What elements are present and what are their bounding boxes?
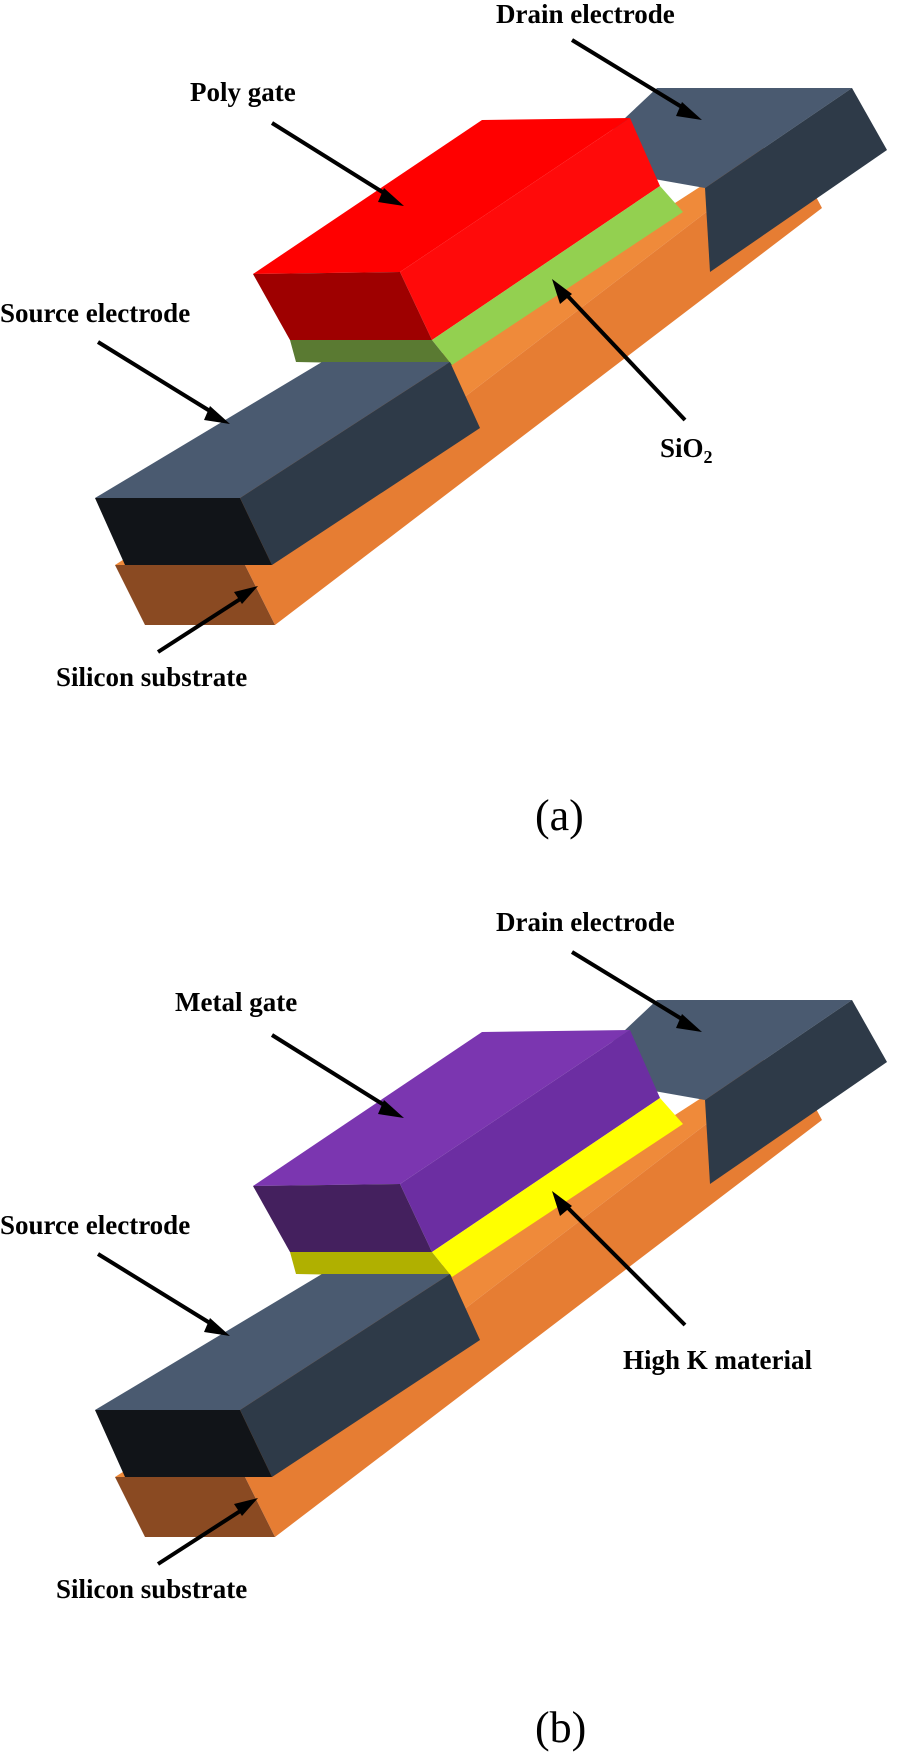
drain-electrode-side-b xyxy=(705,1000,887,1184)
source-electrode-top-a xyxy=(95,362,450,498)
poly-gate-side-a xyxy=(400,118,660,340)
substrate-label-b: Silicon substrate xyxy=(56,1574,247,1604)
substrate-label-a: Silicon substrate xyxy=(56,662,247,692)
sio2-front-a xyxy=(290,340,452,365)
caption-a: (a) xyxy=(535,791,584,840)
source-arrowhead-a xyxy=(204,406,230,424)
gate-label-b: Metal gate xyxy=(175,987,297,1017)
substrate-arrowhead-b xyxy=(234,1498,258,1516)
source-electrode-front-b xyxy=(95,1410,272,1477)
poly-gate-top-a xyxy=(253,118,630,274)
substrate-arrow-b xyxy=(156,1504,250,1566)
gate-label-a: Poly gate xyxy=(190,77,296,107)
drain-arrow-b xyxy=(570,950,692,1026)
substrate-front-face-b xyxy=(115,1477,275,1537)
gate-arrowhead-b xyxy=(378,1100,404,1118)
poly-gate-front-a xyxy=(253,272,432,340)
oxide-arrow-b xyxy=(560,1200,687,1327)
substrate-arrow-a xyxy=(156,592,250,654)
sio2-side-a xyxy=(432,186,683,365)
drain-arrow-a xyxy=(570,38,692,114)
metal-gate-side-b xyxy=(400,1030,660,1252)
diagram-b: Drain electrode Metal gate Source electr… xyxy=(0,907,887,1752)
oxide-label-main-a: SiO xyxy=(660,433,704,463)
oxide-label-a: SiO2 xyxy=(660,433,713,467)
substrate-arrowhead-a xyxy=(234,586,258,604)
diagram-a: Drain electrode Poly gate Source electro… xyxy=(0,0,887,840)
source-arrow-a xyxy=(96,340,220,418)
drain-arrowhead-a xyxy=(676,102,702,120)
substrate-side-face-a xyxy=(245,148,822,625)
source-arrowhead-b xyxy=(204,1318,230,1336)
oxide-arrow-a xyxy=(560,288,687,422)
gate-arrow-a xyxy=(270,121,394,200)
source-arrow-b xyxy=(96,1252,220,1330)
drain-label-b: Drain electrode xyxy=(496,907,675,937)
gate-arrow-b xyxy=(270,1033,394,1112)
source-electrode-side-a xyxy=(240,362,480,565)
oxide-arrowhead-a xyxy=(552,279,572,304)
drain-arrowhead-b xyxy=(676,1014,702,1032)
oxide-arrowhead-b xyxy=(552,1191,572,1216)
oxide-label-b: High K material xyxy=(623,1345,812,1375)
source-electrode-top-b xyxy=(95,1274,450,1410)
oxide-label-sub-a: 2 xyxy=(704,447,713,467)
metal-gate-top-b xyxy=(253,1030,630,1186)
caption-b: (b) xyxy=(535,1703,586,1752)
substrate-front-face-a xyxy=(115,565,275,625)
highk-side-b xyxy=(432,1098,683,1277)
metal-gate-front-b xyxy=(253,1184,432,1252)
gate-arrowhead-a xyxy=(378,188,404,206)
drain-label-a: Drain electrode xyxy=(496,0,675,29)
source-label-a: Source electrode xyxy=(0,298,190,328)
drain-electrode-side-a xyxy=(705,88,887,272)
substrate-side-face-b xyxy=(245,1060,822,1537)
highk-front-b xyxy=(290,1252,452,1277)
source-electrode-front-a xyxy=(95,498,272,565)
source-electrode-side-b xyxy=(240,1274,480,1477)
source-label-b: Source electrode xyxy=(0,1210,190,1240)
